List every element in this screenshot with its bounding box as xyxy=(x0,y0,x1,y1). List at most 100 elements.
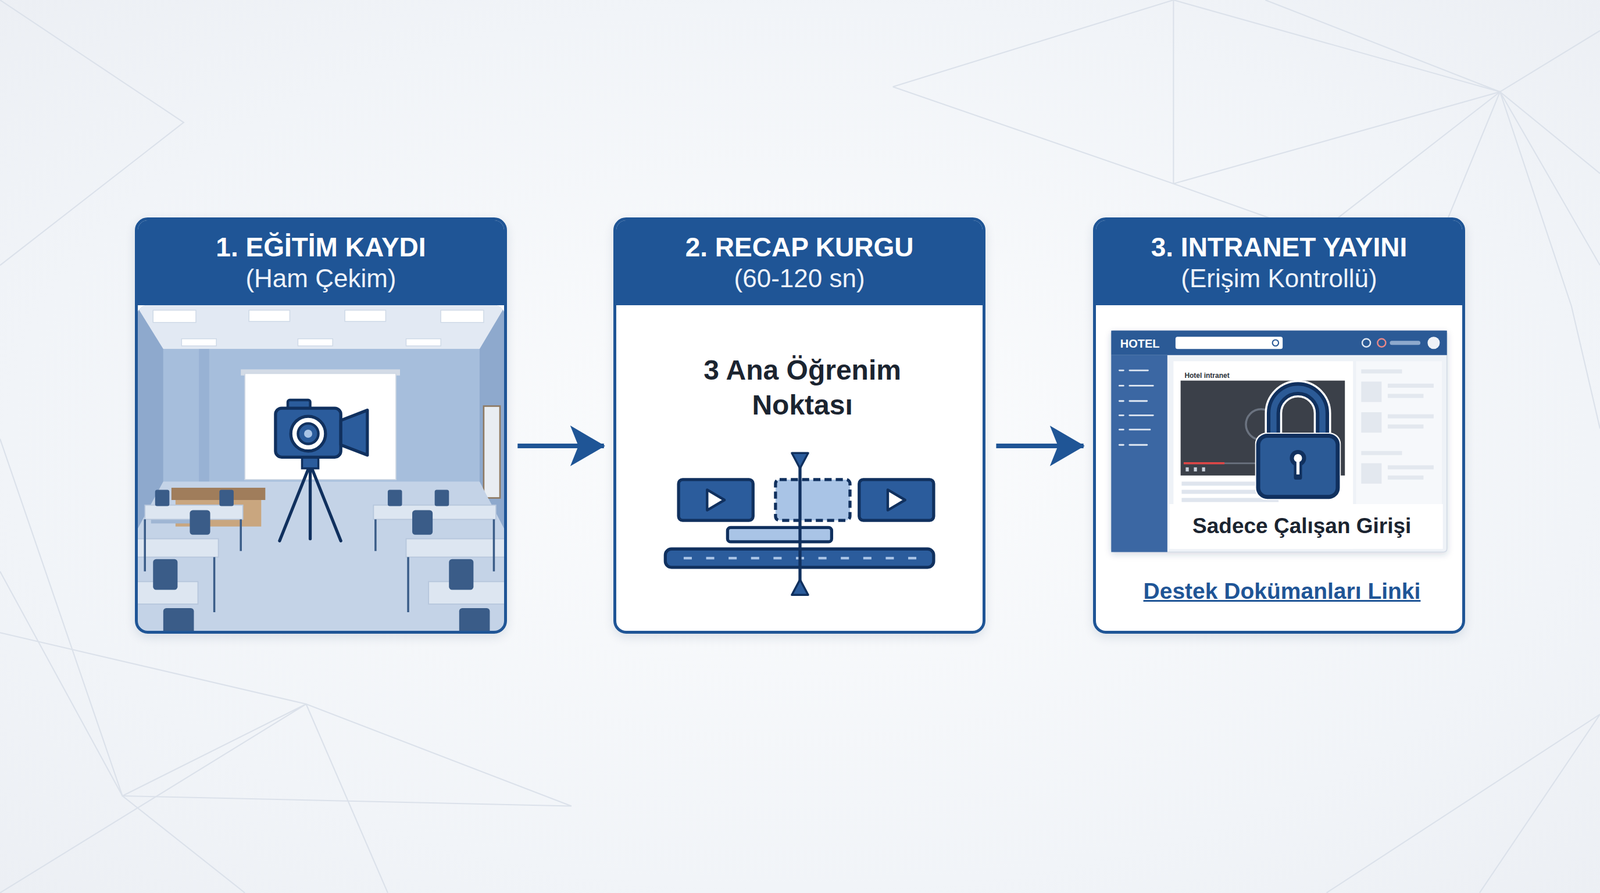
background-lines xyxy=(893,0,1600,92)
lock-icon xyxy=(1255,432,1341,500)
timeline-icon xyxy=(683,556,692,560)
timeline-icon xyxy=(840,556,849,560)
intranet-details xyxy=(1119,369,1124,372)
intranet-details xyxy=(1361,451,1402,456)
classroom-illustration xyxy=(448,559,474,591)
timeline-icon xyxy=(773,556,782,560)
intranet-screenshot xyxy=(1111,330,1447,553)
camera-icon xyxy=(290,416,326,452)
classroom-illustration xyxy=(373,505,496,520)
timeline-icon xyxy=(798,459,802,591)
camera-icon xyxy=(279,464,341,542)
intranet-details xyxy=(1185,467,1205,472)
intranet-details xyxy=(1272,339,1280,346)
camera-icon xyxy=(275,408,341,457)
intranet-details xyxy=(1129,369,1149,372)
intranet-details xyxy=(1111,330,1447,356)
intranet-details xyxy=(1377,338,1386,348)
intranet-details xyxy=(1387,424,1424,429)
camera-icon xyxy=(275,400,368,541)
flow-arrow xyxy=(995,443,1084,449)
timeline-icon xyxy=(727,527,832,542)
timeline-icon xyxy=(908,556,917,560)
card-fills xyxy=(1093,217,1466,634)
intranet-details xyxy=(1119,428,1124,431)
classroom-illustration xyxy=(171,487,266,500)
page-title: Hotel intranet xyxy=(1184,371,1230,380)
timeline-icon xyxy=(887,489,906,510)
background-lines xyxy=(1326,714,1600,893)
intranet-details xyxy=(1119,400,1124,402)
intranet-details xyxy=(1387,393,1424,398)
classroom-illustration xyxy=(189,510,210,535)
intranet-details xyxy=(1129,428,1150,431)
intranet-details xyxy=(1119,370,1153,445)
process-card: HOTELHotel intranetSadece Çalışan Girişi… xyxy=(1093,217,1466,634)
brand-label: HOTEL xyxy=(1120,336,1160,351)
process-card: 1. EĞİTİM KAYDI(Ham Çekim) xyxy=(134,217,508,634)
intranet-details xyxy=(1356,361,1442,505)
lock-icon xyxy=(1273,388,1323,437)
camera-icon xyxy=(304,429,313,438)
background-lines xyxy=(0,438,307,893)
classroom-illustration xyxy=(198,348,210,482)
step-subtitle: (Ham Çekim) xyxy=(245,263,396,295)
classroom-illustration xyxy=(213,556,216,613)
classroom-illustration xyxy=(152,310,196,323)
timeline-icon xyxy=(885,556,894,560)
classroom-illustration xyxy=(297,338,333,346)
intranet-details xyxy=(1387,414,1434,419)
classroom-illustration xyxy=(136,305,506,632)
timeline-icon xyxy=(665,452,934,595)
background-lines xyxy=(893,86,1600,184)
camera-icon xyxy=(308,464,312,539)
timeline-icon xyxy=(863,556,872,560)
step-subtitle: (Erişim Kontrollü) xyxy=(1180,263,1377,295)
illustration-layer xyxy=(134,217,1466,644)
step-title: 3. INTRANET YAYINI xyxy=(1151,231,1408,264)
classroom-illustration xyxy=(143,519,146,572)
classroom-illustration xyxy=(493,519,496,572)
classroom-illustration xyxy=(483,406,500,499)
intranet-details xyxy=(1361,369,1402,374)
intranet-details xyxy=(1361,412,1382,433)
classroom-illustration xyxy=(244,373,396,480)
intranet-details xyxy=(1361,463,1382,484)
classroom-illustration xyxy=(152,559,178,591)
intranet-details xyxy=(1387,383,1434,388)
timeline-icon xyxy=(706,556,715,560)
timeline-icon xyxy=(678,479,753,521)
classroom-illustration xyxy=(440,310,484,323)
lock-icon xyxy=(1293,461,1302,480)
intranet-details xyxy=(1119,384,1124,387)
body-text: 3 Ana Öğrenim Noktası xyxy=(656,352,948,423)
process-card: 2. RECAP KURGU(60-120 sn)3 Ana Öğrenim N… xyxy=(613,217,987,634)
intranet-details xyxy=(1183,462,1225,465)
classroom-illustration xyxy=(136,505,506,605)
intranet-details xyxy=(1119,414,1124,417)
classroom-illustration xyxy=(459,608,491,632)
intranet-details xyxy=(1202,467,1206,472)
card-fills xyxy=(613,217,987,634)
intranet-details xyxy=(1129,444,1148,446)
intranet-details xyxy=(1361,369,1434,484)
intranet-details xyxy=(1427,336,1440,349)
intranet-details xyxy=(1175,336,1283,349)
classroom-illustration xyxy=(344,310,386,322)
timeline-icon xyxy=(791,452,809,469)
timeline-icon xyxy=(751,556,760,560)
classroom-illustration xyxy=(219,489,234,506)
background-lines xyxy=(1500,91,1600,429)
intranet-details xyxy=(1362,338,1371,348)
intranet-details xyxy=(1129,384,1153,387)
lock-icon xyxy=(1296,461,1300,475)
classroom-illustration xyxy=(144,519,494,613)
classroom-illustration xyxy=(136,305,506,349)
intranet-details xyxy=(1387,475,1424,480)
intranet-details xyxy=(1129,414,1153,417)
timeline-icon xyxy=(728,556,737,560)
intranet-details xyxy=(1129,400,1148,402)
classroom-illustration xyxy=(181,338,217,346)
